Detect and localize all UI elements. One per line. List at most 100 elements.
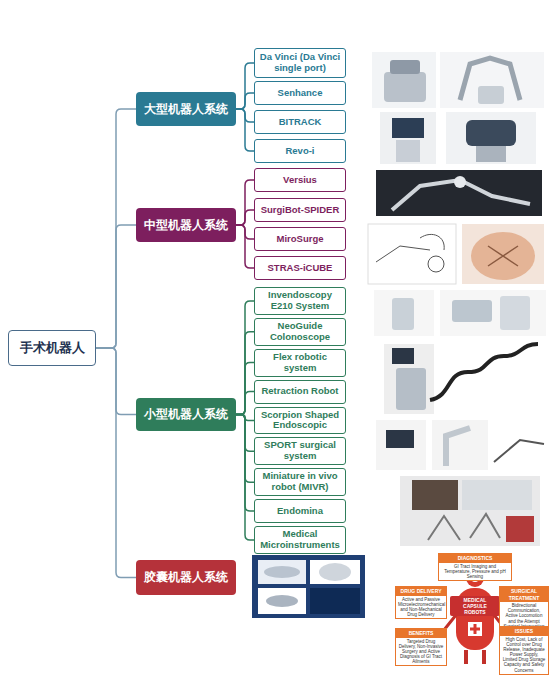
photo-bg — [462, 224, 544, 284]
system-box: SPORT surgical system — [254, 437, 346, 465]
capsule-panel — [258, 560, 306, 584]
system-box: Scorpion Shaped Endoscopic — [254, 407, 346, 435]
node-label: Revo-i — [258, 146, 342, 157]
card-body: GI Tract Imaging and Temperature, Pressu… — [439, 563, 511, 581]
flex-console — [396, 368, 426, 410]
photo-bg — [372, 52, 436, 108]
node-label: Miniature in vivo robot (MIVR) — [258, 471, 342, 493]
card-body: Active and Passive Microelectromechanica… — [396, 596, 446, 619]
card-heading: BENEFITS — [396, 629, 446, 638]
system-box: Versius — [254, 168, 346, 192]
node-label: SurgiBot-SPIDER — [258, 205, 342, 216]
system-box: Endomina — [254, 499, 346, 523]
capsule-photo-bg — [252, 555, 365, 618]
node-label: SPORT surgical system — [258, 440, 342, 462]
connector-line — [236, 109, 254, 151]
sketch-bg — [368, 224, 456, 284]
connector-line — [236, 210, 254, 225]
info-card: DRUG DELIVERYActive and Passive Microele… — [395, 586, 447, 619]
card-heading: SURGICAL TREATMENT — [500, 587, 548, 602]
connector-line — [236, 225, 254, 268]
card-body: High Cost, Lack of Control over Drug Rel… — [500, 636, 548, 674]
card-heading: DIAGNOSTICS — [439, 554, 511, 563]
bed-unit — [452, 300, 492, 322]
connector-line — [236, 392, 254, 415]
card-heading: DRUG DELIVERY — [396, 587, 446, 596]
node-label: NeoGuide Colonoscope — [258, 321, 342, 343]
system-box: SurgiBot-SPIDER — [254, 198, 346, 222]
node-label: Invendoscopy E210 System — [258, 290, 342, 312]
system-box: Miniature in vivo robot (MIVR) — [254, 468, 346, 496]
node-label: MiroSurge — [258, 234, 342, 245]
node-label: Medical Microinstruments — [258, 529, 342, 551]
node-label: 手术机器人 — [13, 339, 91, 357]
system-box: Invendoscopy E210 System — [254, 287, 346, 315]
node-label: Senhance — [258, 88, 342, 99]
medium-robot-photos — [368, 170, 544, 284]
category-box: 中型机器人系统 — [136, 208, 236, 242]
endoscope-unit — [392, 298, 414, 330]
cross-bg — [468, 622, 482, 636]
node-label: Endomina — [258, 506, 342, 517]
capsule-robot-figure — [444, 569, 506, 664]
info-card: ISSUESHigh Cost, Lack of Control over Dr… — [499, 626, 549, 675]
system-box: Flex robotic system — [254, 349, 346, 377]
node-label: 中型机器人系统 — [140, 217, 232, 234]
system-box: NeoGuide Colonoscope — [254, 318, 346, 346]
system-box: STRAS-iCUBE — [254, 256, 346, 280]
category-box: 大型机器人系统 — [136, 92, 236, 126]
connector-line — [96, 109, 136, 348]
small-robot-photos — [374, 290, 546, 546]
abdomen — [471, 232, 535, 280]
photo-bg — [376, 170, 542, 216]
photo-bg — [432, 420, 488, 470]
sport-instrument — [494, 440, 544, 462]
node-label: Versius — [258, 175, 342, 186]
arm-joint — [454, 176, 466, 188]
console-stand — [476, 146, 506, 162]
instrument-sketch — [376, 234, 444, 262]
connector-line — [236, 363, 254, 415]
info-card: BENEFITSTargeted Drug Delivery, Non-Inva… — [395, 628, 447, 666]
card-heading: ISSUES — [500, 627, 548, 636]
node-label: Da Vinci (Da Vinci single port) — [258, 52, 342, 74]
system-box: MiroSurge — [254, 227, 346, 251]
photo-bg — [440, 52, 544, 108]
logo-photo — [506, 516, 534, 542]
connector-line — [96, 348, 136, 578]
connector-line — [96, 225, 136, 348]
sport-arm — [446, 428, 470, 466]
category-box: 胶囊机器人系统 — [136, 560, 236, 595]
monitor — [386, 430, 414, 448]
title-banner: MEDICAL CAPSULE ROBOTS — [450, 596, 500, 616]
node-label: 胶囊机器人系统 — [140, 569, 232, 586]
capsule — [264, 566, 300, 578]
node-label: BITRACK — [258, 117, 342, 128]
category-box: 小型机器人系统 — [136, 398, 236, 431]
node-label: 大型机器人系统 — [140, 101, 232, 118]
micro-instruments — [428, 514, 500, 540]
system-box: Retraction Robot — [254, 380, 346, 404]
system-box: Revo-i — [254, 139, 346, 163]
monitor — [392, 348, 414, 364]
node-label: MEDICAL CAPSULE ROBOTS — [452, 597, 498, 615]
card-body: Targeted Drug Delivery, Non-Invasive Sur… — [396, 638, 446, 666]
photo-bg — [380, 112, 436, 164]
robot-head — [390, 60, 420, 74]
capsule-panel — [310, 560, 360, 584]
capsule-panel — [310, 588, 360, 614]
monitor — [392, 118, 424, 138]
photo-bg — [400, 476, 540, 546]
port-sites — [488, 246, 518, 266]
robot-base — [478, 86, 504, 104]
system-box: Medical Microinstruments — [254, 526, 346, 554]
photo-bg — [384, 344, 434, 414]
node-label: Retraction Robot — [258, 386, 342, 397]
invivo-photo — [462, 480, 532, 510]
connector-line — [236, 93, 254, 109]
capsule-photos — [252, 555, 365, 618]
invivo-photo — [412, 480, 458, 510]
capsule — [266, 595, 298, 607]
connector-line — [236, 332, 254, 415]
system-box: BITRACK — [254, 110, 346, 134]
